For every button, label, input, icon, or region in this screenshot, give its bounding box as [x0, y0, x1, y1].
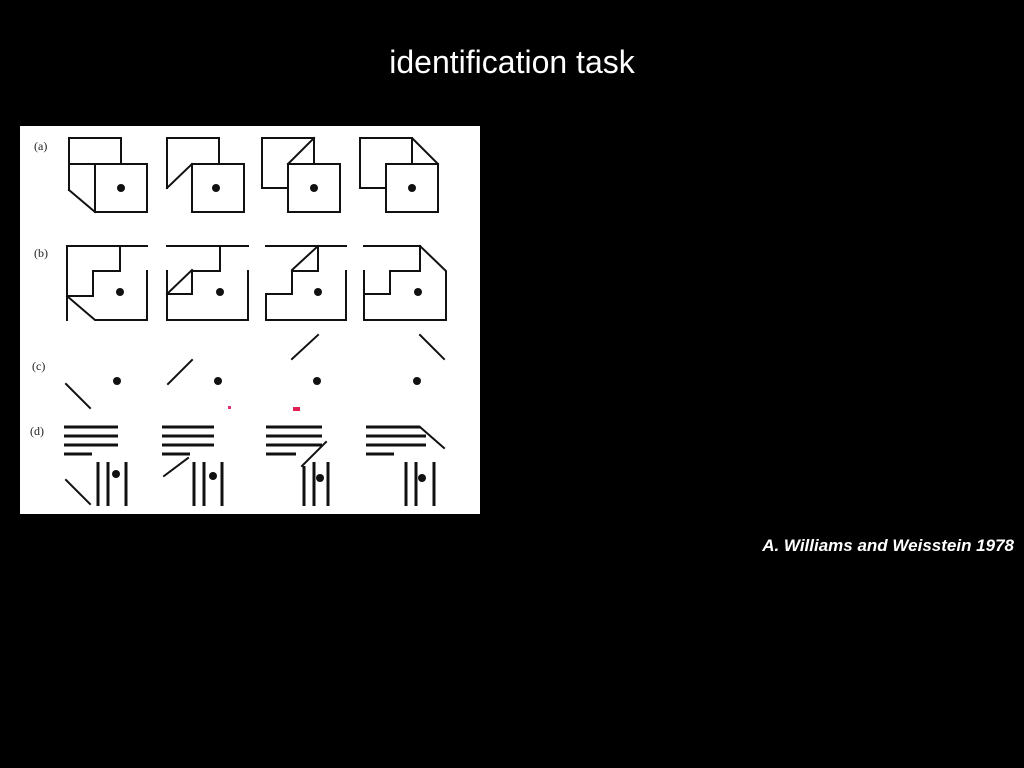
- row-b-stimulus-2: [165, 245, 249, 321]
- row-a-stimulus-3: [261, 136, 341, 213]
- row-a-stimulus-1: [67, 137, 148, 214]
- slide-title: identification task: [389, 44, 635, 80]
- print-artifact-mark: [228, 406, 231, 409]
- print-artifact-mark: [293, 407, 300, 411]
- row-label-c: (c): [32, 359, 45, 373]
- row-b-stimulus-3: [265, 244, 347, 321]
- row-c-stimulus-4: [413, 333, 446, 385]
- row-label-d: (d): [30, 424, 44, 438]
- row-d-stimulus-1: [64, 425, 128, 506]
- citation: A. Williams and Weisstein 1978: [762, 536, 1014, 555]
- row-c-stimulus-2: [166, 358, 222, 386]
- row-b-stimulus-4: [363, 244, 447, 321]
- row-c-stimulus-3: [290, 333, 321, 385]
- row-c-stimulus-1: [64, 377, 121, 410]
- row-a-stimulus-4: [359, 137, 440, 213]
- row-label-b: (b): [34, 246, 48, 260]
- row-label-a: (a): [34, 139, 47, 153]
- stimulus-figure-drawing: (a) (b) (c) (d): [30, 136, 447, 506]
- row-a-stimulus-2: [165, 137, 245, 213]
- row-d-stimulus-2: [162, 425, 224, 506]
- stimulus-figure: (a) (b) (c) (d): [20, 126, 480, 514]
- row-d-stimulus-3: [266, 425, 330, 506]
- row-d-stimulus-4: [366, 425, 446, 506]
- row-b-stimulus-1: [65, 245, 148, 321]
